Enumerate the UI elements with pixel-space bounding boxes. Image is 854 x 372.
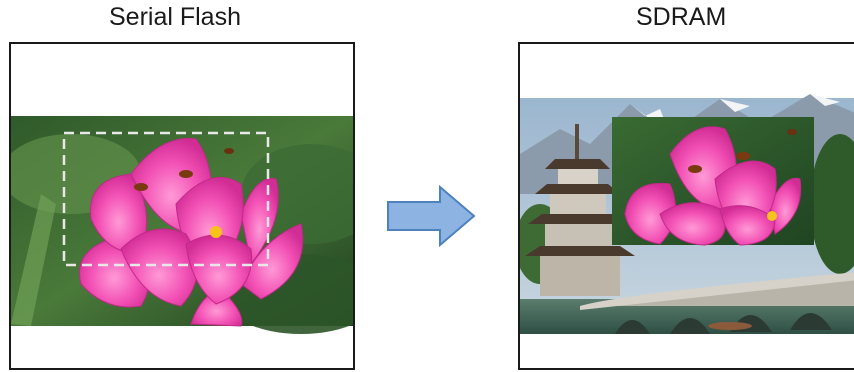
- serial-flash-frame: [9, 42, 355, 370]
- composite-image: [520, 94, 854, 334]
- pasted-lotus-region: [612, 117, 814, 246]
- right-arrow-icon: [387, 185, 476, 247]
- lotus-image: [11, 116, 353, 334]
- selection-region: [62, 131, 270, 267]
- sdram-label: SDRAM: [636, 3, 727, 31]
- serial-flash-label: Serial Flash: [109, 3, 241, 31]
- sdram-frame: [518, 42, 854, 370]
